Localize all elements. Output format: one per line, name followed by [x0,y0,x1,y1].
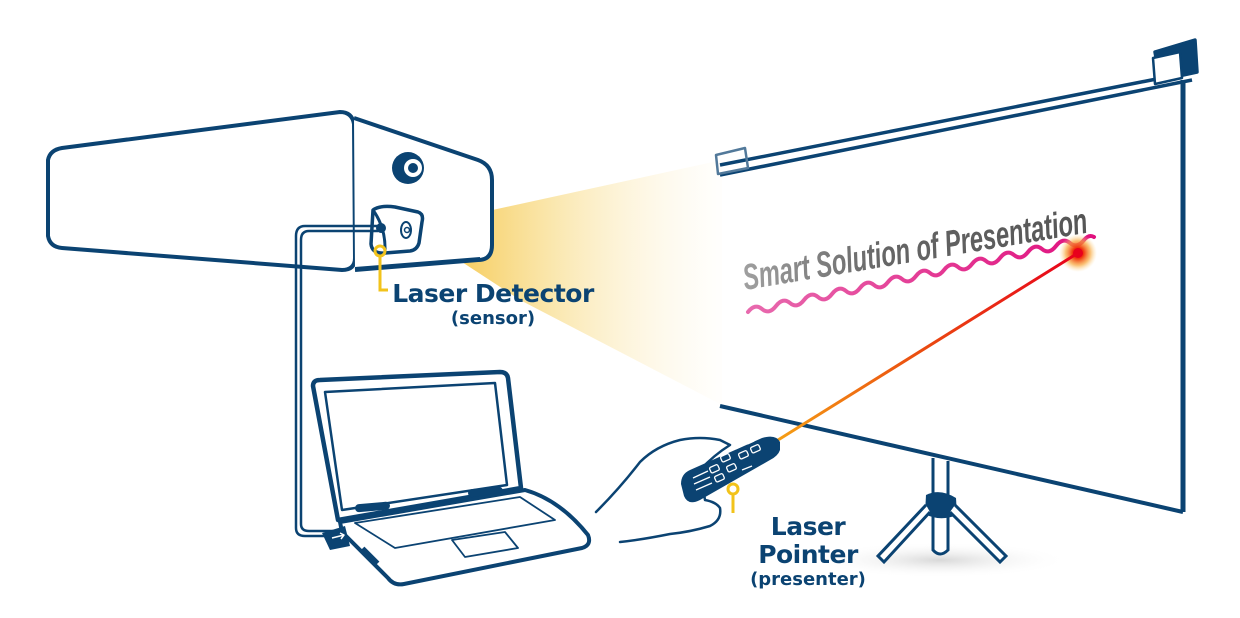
laser-detector-name: Laser Detector [392,279,594,308]
usb-icon [322,526,350,550]
projector-lens-icon [392,152,424,184]
screen-surface [724,93,1182,405]
sensor-port-icon [376,223,386,233]
laptop [310,369,592,587]
laser-pointer-label: Laser Pointer (presenter) [718,513,898,591]
detector-callout [373,244,388,292]
pointer-callout [726,482,740,513]
laser-detector [369,204,425,255]
tripod [810,458,1070,578]
projector [46,110,494,272]
laser-pointer-role: (presenter) [750,569,866,590]
usb-cable [294,224,378,538]
screen-roller-bar [714,38,1199,177]
squiggle-underline [746,234,1096,314]
laser-pointer [681,435,780,513]
laser-detector-label: Laser Detector (sensor) [388,280,598,330]
laser-detector-role: (sensor) [450,308,536,329]
tripod-shadow [810,542,1070,578]
laser-pointer-name: Laser Pointer [758,512,858,569]
